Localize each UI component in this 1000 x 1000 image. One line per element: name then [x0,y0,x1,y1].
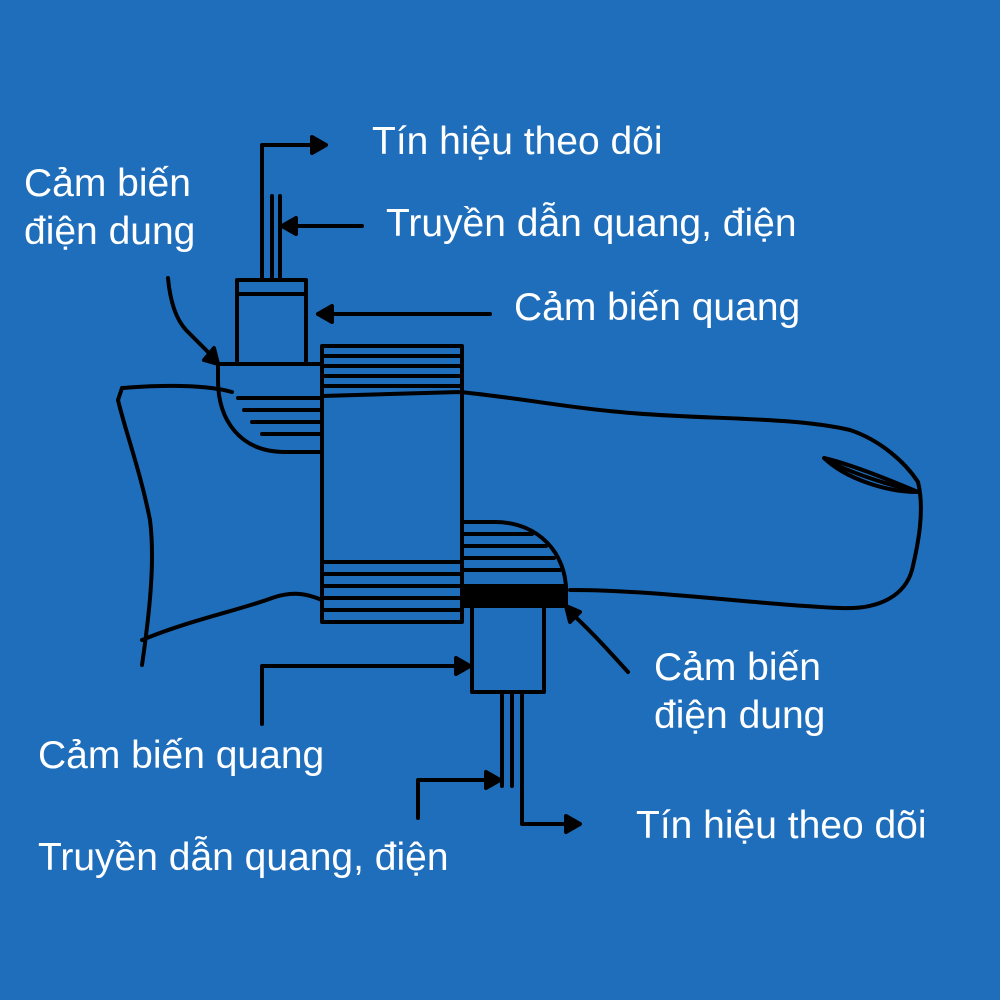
top-capacitive-pointer [166,276,218,362]
label-top-optical-sensor: Cảm biến quang [514,286,801,329]
top-signal-arrow [260,143,314,198]
bottom-transmission-pointer [416,778,492,820]
label-bottom-capacitive-line2: điện dung [654,693,826,737]
label-top-transmission: Truyền dẫn quang, điện [386,202,797,245]
label-bottom-transmission: Truyền dẫn quang, điện [38,836,449,879]
label-top-capacitive-sensor: Cảm biến điện dung [24,160,195,255]
bottom-capacitive-pointer [568,610,630,674]
label-top-capacitive-line2: điện dung [24,209,196,253]
label-bottom-capacitive-sensor: Cảm biến điện dung [654,644,825,739]
bottom-optical-pointer [260,664,460,726]
bottom-signal-arrow [520,784,568,826]
finger-outline [116,383,923,667]
label-bottom-capacitive-line1: Cảm biến [654,646,821,689]
bottom-optical-sensor [470,604,546,694]
label-top-signal: Tín hiệu theo dõi [372,120,663,163]
nail-line [828,460,920,494]
label-top-capacitive-line1: Cảm biến [24,162,191,205]
label-bottom-optical-sensor: Cảm biến quang [38,734,325,777]
top-capacitive-sensor [216,362,324,454]
ring-band [320,344,464,624]
label-bottom-signal: Tín hiệu theo dõi [636,804,927,847]
